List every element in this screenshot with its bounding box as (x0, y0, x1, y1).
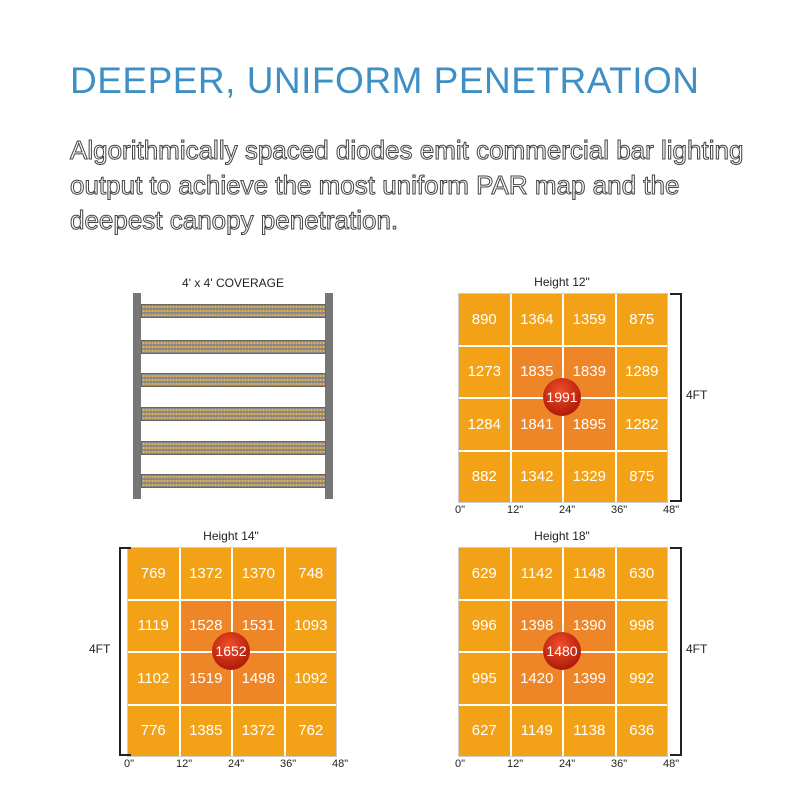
peak-value-marker: 1480 (543, 632, 581, 670)
led-bar (141, 474, 326, 488)
par-cell: 1289 (616, 346, 667, 397)
par-cell: 769 (128, 548, 179, 599)
par-cell: 1102 (128, 653, 179, 704)
par-cell: 1420 (511, 653, 562, 704)
par-cell: 1399 (564, 653, 615, 704)
tick-label: 36" (280, 758, 297, 770)
tick-label: 36" (611, 504, 628, 516)
page-title: DEEPER, UNIFORM PENETRATION (70, 60, 700, 101)
map-title: Height 14" (203, 529, 259, 543)
par-cell: 636 (616, 705, 667, 756)
par-cell: 1093 (285, 600, 336, 651)
led-bar (141, 441, 326, 455)
par-cell: 1284 (459, 399, 510, 450)
par-cell: 1835 (511, 346, 562, 397)
led-bar (141, 407, 326, 421)
par-cell: 1370 (233, 548, 284, 599)
par-cell: 996 (459, 600, 510, 651)
tick-label: 24" (559, 758, 576, 770)
tick-label: 12" (176, 758, 193, 770)
peak-value-marker: 1991 (543, 378, 581, 416)
par-cell: 1092 (285, 653, 336, 704)
map-title: Height 12" (534, 275, 590, 289)
tick-label: 24" (559, 504, 576, 516)
par-cell: 1372 (180, 548, 231, 599)
par-cell: 630 (616, 548, 667, 599)
side-length-label: 4FT (686, 642, 708, 656)
par-cell: 776 (128, 705, 179, 756)
side-length-label: 4FT (89, 642, 111, 656)
description: Algorithmically spaced diodes emit comme… (70, 135, 744, 236)
par-cell: 629 (459, 548, 510, 599)
height-bracket (670, 547, 682, 756)
par-cell: 627 (459, 705, 510, 756)
led-bar (141, 373, 326, 387)
tick-label: 0" (455, 504, 466, 516)
tick-label: 48" (663, 504, 680, 516)
tick-label: 0" (124, 758, 135, 770)
tick-label: 0" (455, 758, 466, 770)
par-cell: 995 (459, 653, 510, 704)
par-cell: 1342 (511, 451, 562, 502)
par-cell: 875 (616, 294, 667, 345)
par-cell: 1329 (564, 451, 615, 502)
par-cell: 890 (459, 294, 510, 345)
par-cell: 748 (285, 548, 336, 599)
par-cell: 1359 (564, 294, 615, 345)
tick-label: 48" (332, 758, 349, 770)
par-cell: 1142 (511, 548, 562, 599)
led-bar (141, 304, 326, 318)
par-cell: 1372 (233, 705, 284, 756)
par-cell: 1273 (459, 346, 510, 397)
par-cell: 882 (459, 451, 510, 502)
tick-label: 12" (507, 504, 524, 516)
height-bracket (119, 547, 131, 756)
x-axis-ticks: 0" 12" 24" 36" 48" (455, 758, 688, 772)
led-bar (141, 340, 326, 354)
par-cell: 1138 (564, 705, 615, 756)
tick-label: 12" (507, 758, 524, 770)
peak-value-marker: 1652 (212, 632, 250, 670)
par-cell: 992 (616, 653, 667, 704)
par-cell: 762 (285, 705, 336, 756)
fixture-caption: 4' x 4' COVERAGE (182, 276, 284, 290)
side-length-label: 4FT (686, 388, 708, 402)
x-axis-ticks: 0" 12" 24" 36" 48" (124, 758, 357, 772)
tick-label: 24" (228, 758, 245, 770)
fixture-post (325, 293, 333, 499)
par-cell: 875 (616, 451, 667, 502)
par-cell: 1385 (180, 705, 231, 756)
map-title: Height 18" (534, 529, 590, 543)
x-axis-ticks: 0" 12" 24" 36" 48" (455, 504, 688, 518)
par-cell: 998 (616, 600, 667, 651)
par-cell: 1149 (511, 705, 562, 756)
tick-label: 48" (663, 758, 680, 770)
par-cell: 1148 (564, 548, 615, 599)
tick-label: 36" (611, 758, 628, 770)
height-bracket (670, 293, 682, 502)
fixture-post (133, 293, 141, 499)
par-cell: 1364 (511, 294, 562, 345)
par-cell: 1119 (128, 600, 179, 651)
par-cell: 1282 (616, 399, 667, 450)
